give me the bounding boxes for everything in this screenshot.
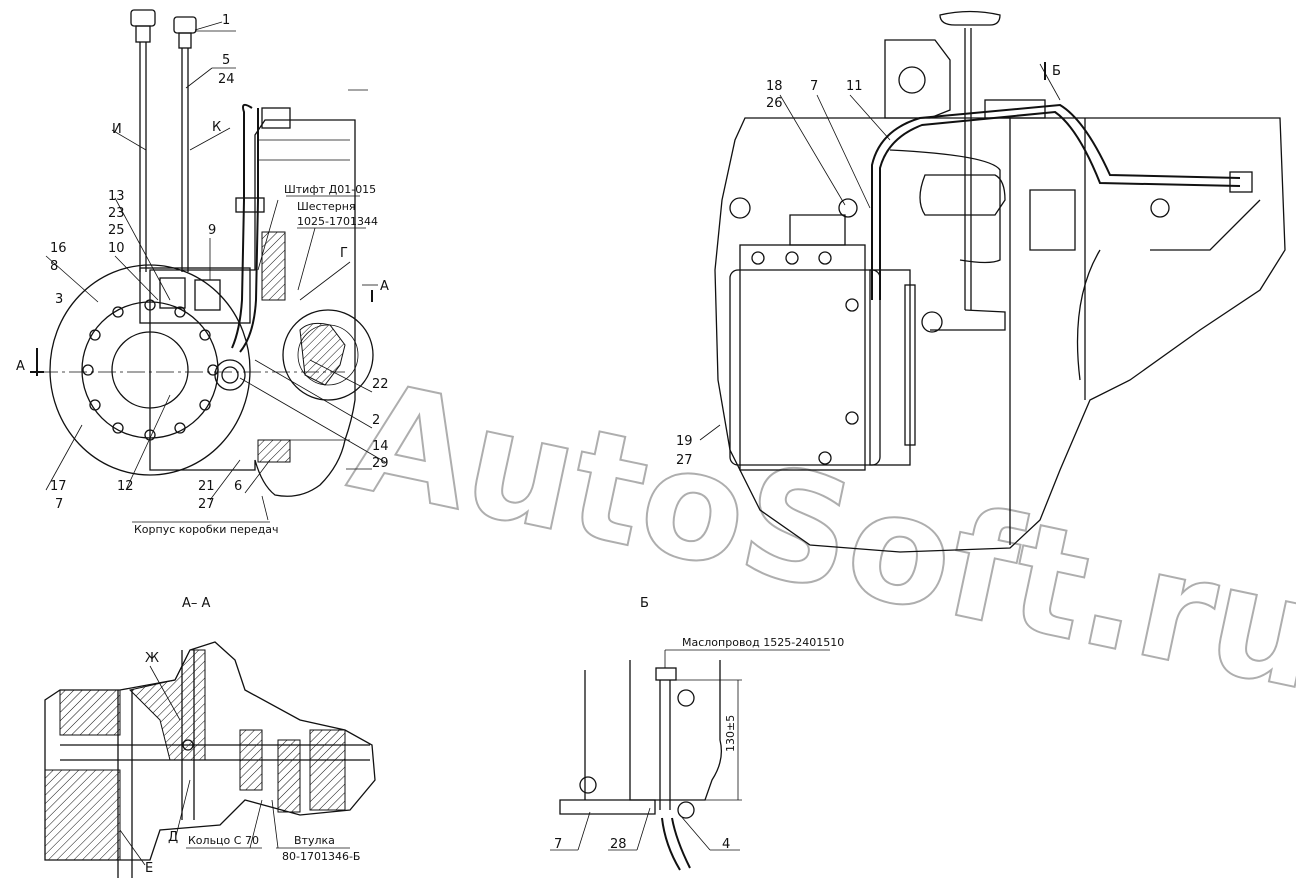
- pin-section-hatch: [261, 231, 286, 301]
- valve-bracket: [139, 267, 251, 324]
- section-mark-a-left: А: [16, 359, 25, 374]
- callout-25: 25: [108, 223, 125, 238]
- view-b-labels: Маслопровод 1525-2401510 7 28 4: [554, 636, 844, 852]
- callout-2: 2: [372, 413, 380, 428]
- gear-section-hatch: [299, 322, 346, 386]
- callout-26: 26: [766, 96, 783, 111]
- callout-10: 10: [108, 241, 125, 256]
- gear-outline: [282, 309, 374, 401]
- section-mark-a-right: А: [380, 279, 389, 294]
- callout-27-right: 27: [676, 453, 693, 468]
- flange-bore: [111, 331, 189, 409]
- flange-bolts: [82, 299, 219, 441]
- section-aa-title: А– А: [182, 596, 211, 611]
- view-b: Б 130±5 Маслопровод 1525-2401510 7 28 4: [550, 596, 844, 871]
- callout-27: 27: [198, 497, 215, 512]
- left-notes: Штифт Д01-015 Шестерня 1025-1701344 Корп…: [16, 183, 389, 536]
- view-b-leaders: [550, 649, 830, 851]
- left-leader-lines: [45, 21, 386, 523]
- oil-line-11: [871, 103, 1241, 300]
- callout-13: 13: [108, 189, 125, 204]
- left-callouts: 1 5 24 И К 13 23 25 10 16 8 3 9 Г 22 2 1…: [50, 13, 389, 512]
- callout-e: Е: [145, 861, 153, 876]
- gearbox-housing-outline: [149, 119, 356, 497]
- right-callouts: 18 26 7 11 19 27 Б: [676, 64, 1061, 468]
- callout-19: 19: [676, 434, 693, 449]
- note-bushing-number: 80-1701346-Б: [282, 850, 360, 863]
- callout-7-b: 7: [554, 837, 562, 852]
- callout-zh: Ж: [145, 651, 159, 666]
- note-gear-title: Шестерня: [297, 200, 356, 213]
- callout-22: 22: [372, 377, 389, 392]
- callout-16: 16: [50, 241, 67, 256]
- callout-K: К: [212, 120, 221, 135]
- callout-14: 14: [372, 439, 389, 454]
- note-bushing-title: Втулка: [294, 834, 335, 847]
- callout-G: Г: [340, 246, 348, 261]
- callout-6: 6: [234, 479, 242, 494]
- callout-d: Д: [168, 830, 178, 845]
- callout-9: 9: [208, 223, 216, 238]
- callout-5: 5: [222, 53, 230, 68]
- rod-k: [173, 16, 197, 272]
- note-gear-number: 1025-1701344: [297, 215, 378, 228]
- section-aa-view: А– А Ж Д Е Кольцо С 70 Втулка: [44, 596, 376, 878]
- filler-cap: [939, 10, 1001, 26]
- lift-eye: [884, 39, 951, 119]
- union-fitting: [214, 359, 246, 391]
- view-b-housing: [584, 660, 723, 801]
- callout-11: 11: [846, 79, 863, 94]
- note-ring: Кольцо С 70: [188, 834, 259, 847]
- callout-4: 4: [722, 837, 730, 852]
- callout-23: 23: [108, 206, 125, 221]
- note-oil-line: Маслопровод 1525-2401510: [682, 636, 844, 649]
- note-pin: Штифт Д01-015: [284, 183, 376, 196]
- watermark-text: AutoSoft.ru: [338, 350, 1296, 725]
- flange-housing: [49, 264, 251, 476]
- callout-7-right: 7: [810, 79, 818, 94]
- callout-12: 12: [117, 479, 134, 494]
- oil-pipe-left: [231, 103, 253, 349]
- right-leader-lines: [699, 63, 1061, 441]
- rear-housing-outline: [714, 117, 1286, 553]
- dimension-130: 130±5: [724, 715, 737, 752]
- rod-i: [130, 9, 156, 272]
- callout-28: 28: [610, 837, 627, 852]
- callout-21: 21: [198, 479, 215, 494]
- section-aa-labels: Ж Д Е Кольцо С 70 Втулка 80-1701346-Б: [145, 651, 360, 876]
- callout-17: 17: [50, 479, 67, 494]
- callout-8: 8: [50, 259, 58, 274]
- callout-18: 18: [766, 79, 783, 94]
- main-left-view: AutoSoft.ru: [16, 9, 1296, 726]
- callout-29: 29: [372, 456, 389, 471]
- view-b-title: Б: [640, 596, 649, 611]
- note-housing: Корпус коробки передач: [134, 523, 278, 536]
- callout-3: 3: [55, 292, 63, 307]
- callout-24: 24: [218, 72, 235, 87]
- callout-1: 1: [222, 13, 230, 28]
- view-mark-b: Б: [1052, 64, 1061, 79]
- callout-I: И: [112, 122, 122, 137]
- section-aa-leaders: [119, 665, 350, 866]
- callout-7: 7: [55, 497, 63, 512]
- main-right-view: 18 26 7 11 19 27 Б: [676, 10, 1286, 553]
